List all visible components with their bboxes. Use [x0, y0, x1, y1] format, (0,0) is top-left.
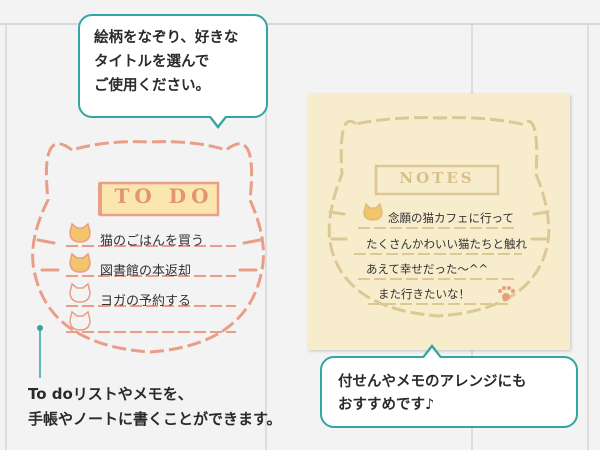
callout-line: ご使用ください。	[94, 78, 210, 94]
todo-cat-stencil	[31, 140, 265, 378]
cat-face-icon	[69, 310, 91, 331]
note-line: 念願の猫カフェに行って	[388, 211, 514, 225]
todo-title: TO DO	[114, 184, 214, 208]
paw-icon	[498, 286, 515, 301]
instruction-callout: 絵柄をなぞり、好きな タイトルを選んで ご使用ください。	[78, 14, 268, 129]
callout-line: タイトルを選んで	[94, 54, 210, 70]
todo-item: ヨガの予約する	[100, 294, 192, 309]
notes-title: NOTES	[399, 169, 475, 187]
sticky-note: NOTES 念願の猫カフェに行って たくさんかわいい猫たちと触れ あえて幸せだっ…	[308, 94, 570, 350]
cat-face-icon	[363, 202, 383, 221]
callout-line: おすすめです♪	[338, 397, 435, 413]
note-line: たくさんかわいい猫たちと触れ	[366, 237, 527, 251]
caption-line: 手帳やノートに書くことができます。	[28, 410, 282, 428]
todo-item: 猫のごはんを買う	[100, 234, 205, 249]
note-line: あえて幸せだった～^^	[366, 262, 489, 276]
caption-line: To doリストやメモを、	[28, 385, 193, 403]
todo-item: 図書館の本返却	[100, 264, 192, 279]
callout-line: 絵柄をなぞり、好きな	[94, 30, 239, 46]
arrange-callout: 付せんやメモのアレンジにも おすすめです♪	[320, 344, 578, 428]
note-line: また行きたいな！	[378, 287, 470, 301]
cat-face-icon	[69, 222, 91, 243]
cat-face-icon	[69, 252, 91, 273]
cat-face-icon	[69, 282, 91, 303]
caption: To doリストやメモを、 手帳やノートに書くことができます。	[28, 382, 282, 432]
callout-line: 付せんやメモのアレンジにも	[338, 374, 527, 390]
